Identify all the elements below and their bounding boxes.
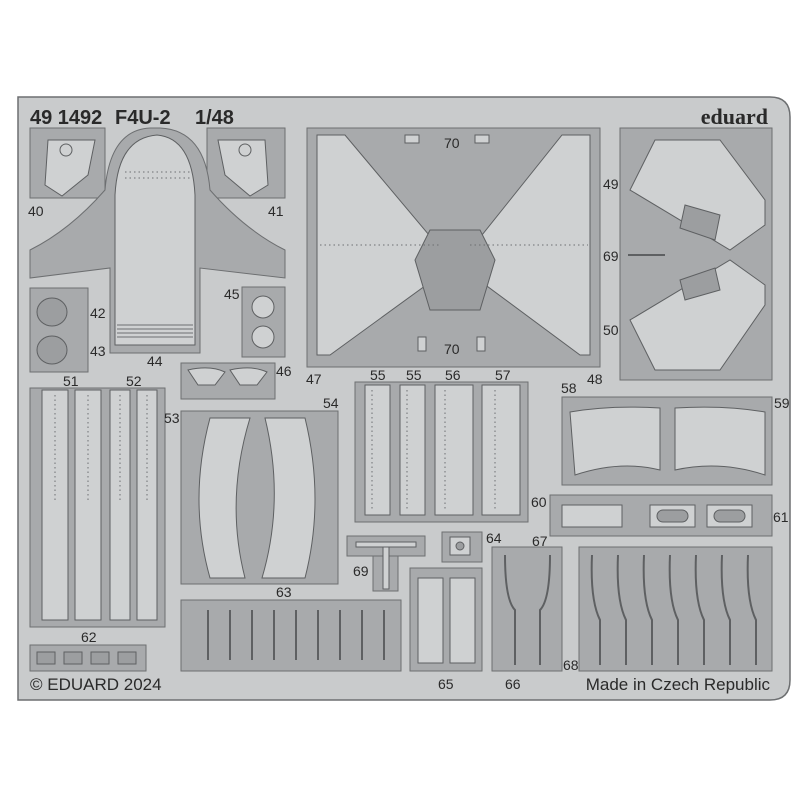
part-label-62: 62 <box>81 629 97 645</box>
part-label-57: 57 <box>495 367 511 383</box>
part-label-42: 42 <box>90 305 106 321</box>
part-41 <box>206 127 286 199</box>
part-64 <box>441 531 483 563</box>
part-49-50 <box>619 127 773 381</box>
part-58-59 <box>561 396 773 486</box>
part-68 <box>578 546 773 672</box>
set-number: 49 1492 <box>30 107 102 129</box>
part-69-small <box>346 535 426 592</box>
part-label-60: 60 <box>531 494 547 510</box>
part-label-55b: 55 <box>406 367 422 383</box>
part-label-43: 43 <box>90 343 106 359</box>
part-label-69a: 69 <box>603 248 619 264</box>
part-40 <box>29 127 106 199</box>
part-label-53: 53 <box>164 410 180 426</box>
part-47-48 <box>306 127 601 368</box>
part-label-61: 61 <box>773 509 789 525</box>
part-60-61 <box>549 494 773 537</box>
part-label-56: 56 <box>445 367 461 383</box>
part-63 <box>180 599 402 672</box>
part-label-58: 58 <box>561 380 577 396</box>
copyright: © EDUARD 2024 <box>30 675 162 694</box>
part-label-50: 50 <box>603 322 619 338</box>
part-44-seat <box>29 127 286 354</box>
part-label-44: 44 <box>147 353 163 369</box>
part-label-49: 49 <box>603 176 619 192</box>
part-label-41: 41 <box>268 203 284 219</box>
part-label-68: 68 <box>563 657 579 673</box>
part-label-66: 66 <box>505 676 521 692</box>
part-label-64: 64 <box>486 530 502 546</box>
part-62 <box>29 644 147 672</box>
part-label-59: 59 <box>774 395 790 411</box>
part-label-55a: 55 <box>370 367 386 383</box>
part-label-67: 67 <box>532 533 548 549</box>
part-label-65: 65 <box>438 676 454 692</box>
part-53-54 <box>180 410 339 585</box>
part-55-57 <box>354 381 529 523</box>
scale: 1/48 <box>195 107 234 129</box>
part-label-70a: 70 <box>444 135 460 151</box>
part-label-48: 48 <box>587 371 603 387</box>
part-42-43 <box>29 287 89 373</box>
part-45 <box>241 286 286 358</box>
brand-logo: eduard <box>701 104 768 129</box>
origin-text: Made in Czech Republic <box>586 675 771 694</box>
part-66-67 <box>491 546 563 672</box>
part-46 <box>180 362 276 400</box>
part-51-52 <box>29 387 166 628</box>
part-label-46: 46 <box>276 363 292 379</box>
part-65 <box>409 567 483 672</box>
part-label-52: 52 <box>126 373 142 389</box>
part-label-54: 54 <box>323 395 339 411</box>
part-label-63: 63 <box>276 584 292 600</box>
part-label-40: 40 <box>28 203 44 219</box>
part-label-45: 45 <box>224 286 240 302</box>
part-label-69b: 69 <box>353 563 369 579</box>
model-name: F4U-2 <box>115 107 171 129</box>
part-label-70b: 70 <box>444 341 460 357</box>
part-label-51: 51 <box>63 373 79 389</box>
part-label-47: 47 <box>306 371 322 387</box>
